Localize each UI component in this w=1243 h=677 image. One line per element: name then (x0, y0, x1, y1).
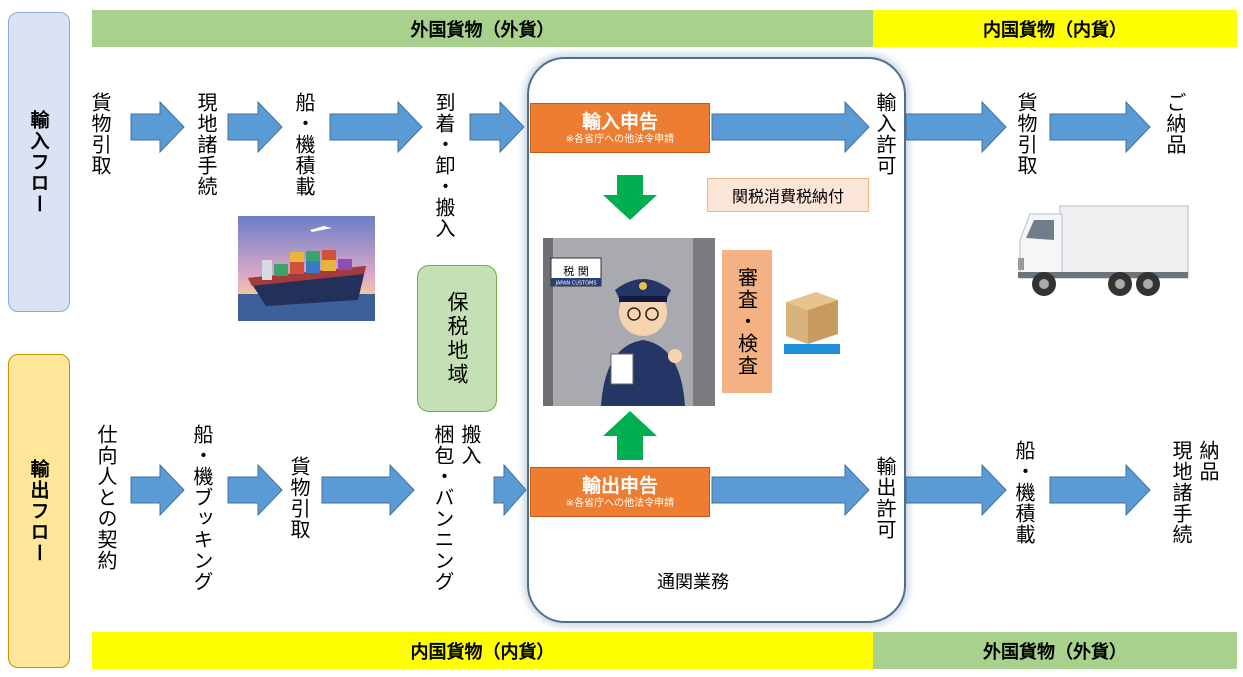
cardboard-box-icon (784, 292, 840, 354)
customs-sign-jp: 税 関 (563, 264, 589, 278)
inspection-box: 審査・検査 (722, 250, 772, 393)
import-flow-text: 輸入フロー (27, 109, 50, 215)
export-arrow-3 (321, 463, 415, 517)
top-band-foreign-label: 外国貨物（外貨） (410, 19, 555, 41)
bottom-band-domestic: 内国貨物（内貨） (92, 632, 873, 669)
bottom-band-foreign-label: 外国貨物（外貨） (983, 641, 1127, 663)
export-flow-text: 輸出フロー (27, 458, 50, 564)
bottom-band-domestic-label: 内国貨物（内貨） (410, 641, 555, 663)
import-arrow-2 (227, 100, 283, 154)
export-step-contract: 仕向人との契約 (94, 424, 118, 571)
import-step-arrival: 到着・卸・搬入 (432, 92, 456, 239)
export-declaration-note: ※各省庁への他法令申請 (565, 497, 675, 509)
import-step-delivery: ご納品 (1163, 92, 1187, 155)
export-step-local-procedures: 現地諸手続 (1169, 440, 1193, 545)
export-permit: 輸出許可 (873, 456, 897, 540)
import-flow-label: 輸入フロー (8, 12, 70, 312)
bonded-area-label: 保税地域 (445, 290, 469, 387)
container-ship-icon (238, 216, 375, 321)
import-step-cargo-pickup: 貨物引取 (88, 92, 112, 176)
import-step-cargo-pickup-2: 貨物引取 (1014, 92, 1038, 176)
import-arrow-7 (1049, 100, 1151, 154)
export-step-booking: 船・機ブッキング (190, 424, 214, 592)
export-step-delivery: 納品 (1196, 440, 1220, 482)
customs-sign-en: JAPAN CUSTOMS (554, 281, 596, 287)
down-arrow (603, 175, 657, 220)
up-arrow (603, 411, 657, 460)
import-step-local-procedures: 現地諸手続 (194, 92, 218, 197)
top-band-domestic: 内国貨物（内貨） (873, 10, 1237, 47)
top-band-foreign: 外国貨物（外貨） (92, 10, 873, 47)
import-arrow-4 (469, 100, 525, 154)
tax-payment-box: 関税消費税納付 (707, 178, 869, 212)
export-step-loading: 船・機積載 (1012, 440, 1036, 545)
export-arrow-2 (227, 463, 283, 517)
tax-payment-label: 関税消費税納付 (731, 187, 844, 206)
customs-officer-icon: 税 関 JAPAN CUSTOMS (543, 238, 715, 406)
customs-clearance-label: 通関業務 (657, 572, 729, 593)
bottom-band-foreign: 外国貨物（外貨） (873, 632, 1237, 669)
export-step-packing: 梱包・バンニング (431, 424, 455, 592)
import-arrow-6 (905, 100, 1007, 154)
export-step-cargo-pickup: 貨物引取 (287, 456, 311, 540)
export-declaration-box: 輸出申告 ※各省庁への他法令申請 (530, 467, 710, 517)
import-declaration-box: 輸入申告 ※各省庁への他法令申請 (530, 103, 710, 153)
import-arrow-5 (711, 100, 870, 154)
truck-icon (1018, 205, 1189, 296)
export-arrow-5 (711, 463, 870, 517)
export-arrow-6 (905, 463, 1007, 517)
export-step-carry-in: 搬入 (458, 424, 482, 466)
import-permit: 輸入許可 (873, 92, 897, 176)
inspection-label: 審査・検査 (734, 266, 759, 377)
import-declaration-title: 輸入申告 (581, 110, 658, 133)
import-arrow-3 (329, 100, 423, 154)
bonded-area-box: 保税地域 (417, 265, 497, 412)
export-declaration-title: 輸出申告 (581, 474, 658, 497)
import-arrow-1 (130, 100, 185, 154)
import-declaration-note: ※各省庁への他法令申請 (565, 133, 675, 145)
top-band-domestic-label: 内国貨物（内貨） (983, 19, 1127, 41)
export-arrow-4 (493, 463, 527, 517)
export-arrow-7 (1049, 463, 1151, 517)
export-arrow-1 (130, 463, 185, 517)
import-step-loading: 船・機積載 (292, 92, 316, 197)
export-flow-label: 輸出フロー (8, 354, 70, 668)
